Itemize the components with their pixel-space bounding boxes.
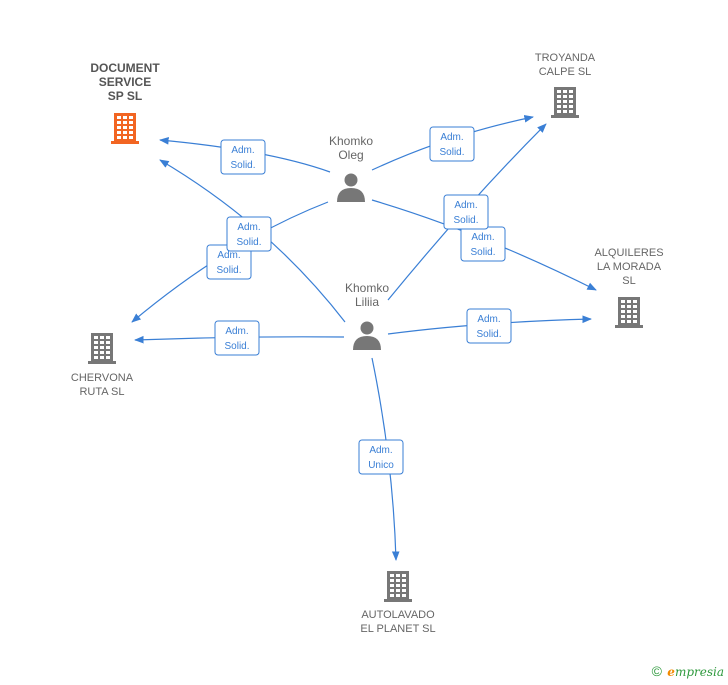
relation-label-text: Solid. (453, 215, 478, 226)
company-name-document-service: SP SL (108, 89, 142, 103)
company-node-alquileres[interactable]: ALQUILERES LA MORADA SL (594, 247, 664, 328)
relation-label-khomko-oleg-to-document-service[interactable]: Adm. Solid. (220, 139, 266, 175)
company-name-alquileres: ALQUILERES (594, 247, 663, 259)
company-node-troyanda[interactable]: TROYANDA CALPE SL (535, 52, 596, 118)
relation-label-box (466, 308, 512, 344)
person-name-khomko-oleg: Oleg (338, 148, 363, 162)
company-name-chervona: RUTA SL (79, 386, 124, 398)
building-icon (384, 571, 412, 602)
relation-label-khomko-oleg-to-troyanda[interactable]: Adm. Solid. (429, 126, 475, 162)
relation-label-box (220, 139, 266, 175)
relation-label-khomko-liliia-to-chervona[interactable]: Adm. Solid. (214, 320, 260, 356)
company-name-chervona: CHERVONA (71, 372, 134, 384)
relation-label-box (226, 216, 272, 252)
empresia-logo-text: mpresia (674, 665, 724, 679)
building-icon (615, 297, 643, 328)
relation-label-text: Adm. (440, 132, 463, 143)
relation-label-box (358, 439, 404, 475)
relation-label-khomko-liliia-to-document-service[interactable]: Adm. Solid. (226, 216, 272, 252)
relation-label-text: Solid. (470, 247, 495, 258)
relation-label-khomko-oleg-to-alquileres[interactable]: Adm. Solid. (460, 226, 506, 262)
relation-label-text: Adm. (217, 250, 240, 261)
company-name-troyanda: CALPE SL (539, 66, 592, 78)
relation-label-text: Solid. (439, 147, 464, 158)
relation-label-text: Adm. (225, 326, 248, 337)
relation-label-text: Solid. (230, 160, 255, 171)
building-icon (111, 113, 139, 144)
relation-label-box (429, 126, 475, 162)
relation-label-khomko-liliia-to-autolavado[interactable]: Adm. Unico (358, 439, 404, 475)
company-node-autolavado[interactable]: AUTOLAVADO EL PLANET SL (360, 571, 436, 635)
relation-label-text: Solid. (224, 341, 249, 352)
relation-label-text: Solid. (476, 329, 501, 340)
relation-label-text: Adm. (231, 145, 254, 156)
relation-label-text: Adm. (477, 314, 500, 325)
edge-labels-layer: Adm. Solid. Adm. Solid. Adm. Solid. Adm. Solid.… (206, 126, 512, 475)
relation-label-text: Adm. (471, 232, 494, 243)
empresia-logo-initial: e (667, 665, 675, 679)
relation-label-text: Solid. (216, 265, 241, 276)
company-name-autolavado: EL PLANET SL (360, 623, 435, 635)
company-name-document-service: DOCUMENT (90, 61, 160, 75)
relation-label-text: Solid. (236, 237, 261, 248)
person-icon (337, 173, 365, 202)
empresia-logo[interactable]: empresia (667, 665, 724, 679)
company-node-chervona[interactable]: CHERVONA RUTA SL (71, 333, 134, 398)
person-icon (353, 321, 381, 350)
company-name-alquileres: LA MORADA (597, 261, 662, 273)
relation-label-box (214, 320, 260, 356)
footer-brand: © empresia (652, 663, 724, 679)
relation-label-box (443, 194, 489, 230)
copyright-symbol: © (651, 663, 662, 679)
company-name-document-service: SERVICE (99, 75, 151, 89)
company-name-alquileres: SL (622, 275, 635, 287)
relation-label-text: Unico (368, 460, 394, 471)
relation-label-khomko-oleg-to-chervona[interactable]: Adm. Solid. (206, 244, 252, 280)
relation-label-khomko-liliia-to-troyanda[interactable]: Adm. Solid. (443, 194, 489, 230)
person-name-khomko-liliia: Khomko (345, 281, 389, 295)
person-name-khomko-liliia: Liliia (355, 295, 379, 309)
company-name-troyanda: TROYANDA (535, 52, 596, 64)
building-icon (551, 87, 579, 118)
relation-label-text: Adm. (237, 222, 260, 233)
building-icon (88, 333, 116, 364)
relation-label-text: Adm. (454, 200, 477, 211)
relation-label-khomko-liliia-to-alquileres[interactable]: Adm. Solid. (466, 308, 512, 344)
company-name-autolavado: AUTOLAVADO (361, 609, 435, 621)
relation-label-text: Adm. (369, 445, 392, 456)
person-name-khomko-oleg: Khomko (329, 134, 373, 148)
